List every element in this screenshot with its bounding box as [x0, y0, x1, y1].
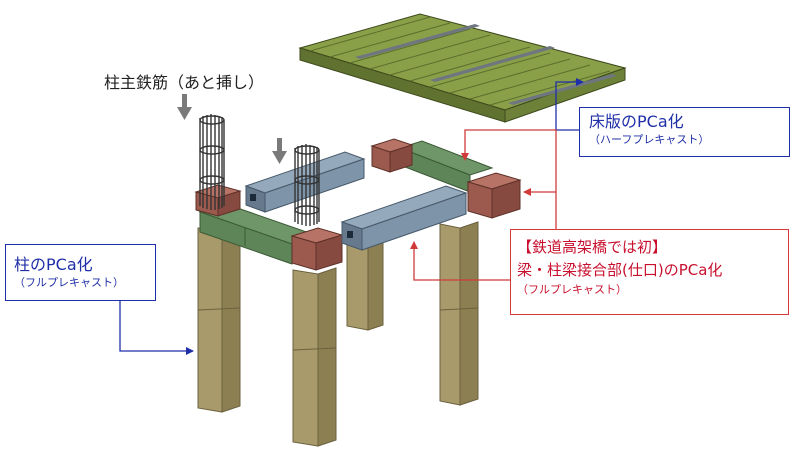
column-callout-subtitle: （フルプレキャスト）	[14, 276, 124, 289]
column-back-left	[346, 236, 384, 331]
column-leader-line	[119, 301, 194, 355]
slab-callout-subtitle: （ハーフプレキャスト）	[589, 133, 710, 146]
joint-leader-line-bottom	[410, 241, 510, 281]
beam-right-blue	[340, 185, 468, 251]
column-front-left	[197, 225, 241, 413]
rebar-cage-left	[199, 114, 225, 210]
joint-back-right	[466, 172, 522, 219]
joint-front-right	[290, 227, 344, 271]
slab-callout-title: 床版のPCa化	[589, 112, 684, 131]
joint-callout-subtitle: （フルプレキャスト）	[517, 283, 627, 296]
rebar-cage-right	[294, 144, 320, 226]
rebar-label: 柱主鉄筋（あと挿し）	[104, 73, 265, 92]
joint-callout-headline: 【鉄道高架橋では初】	[517, 238, 668, 256]
column-back-right	[439, 221, 479, 406]
joint-leader-line-top	[461, 129, 557, 240]
insert-arrow-left	[177, 94, 192, 120]
insert-arrow-right	[272, 138, 287, 164]
joint-callout-title: 梁・柱梁接合部(仕口)のPCa化	[517, 261, 723, 279]
column-callout-title: 柱のPCa化	[14, 255, 93, 274]
joint-back-left	[370, 138, 414, 173]
column-front-right	[292, 267, 337, 447]
column-callout: 柱のPCa化 （フルプレキャスト）	[5, 244, 156, 301]
joint-callout: 【鉄道高架橋では初】 梁・柱梁接合部(仕口)のPCa化 （フルプレキャスト）	[510, 229, 789, 315]
slab-leader-line	[555, 78, 584, 131]
slab-callout: 床版のPCa化 （ハーフプレキャスト）	[579, 107, 790, 157]
beam-left-blue	[244, 151, 366, 213]
floor-slab	[298, 13, 627, 123]
